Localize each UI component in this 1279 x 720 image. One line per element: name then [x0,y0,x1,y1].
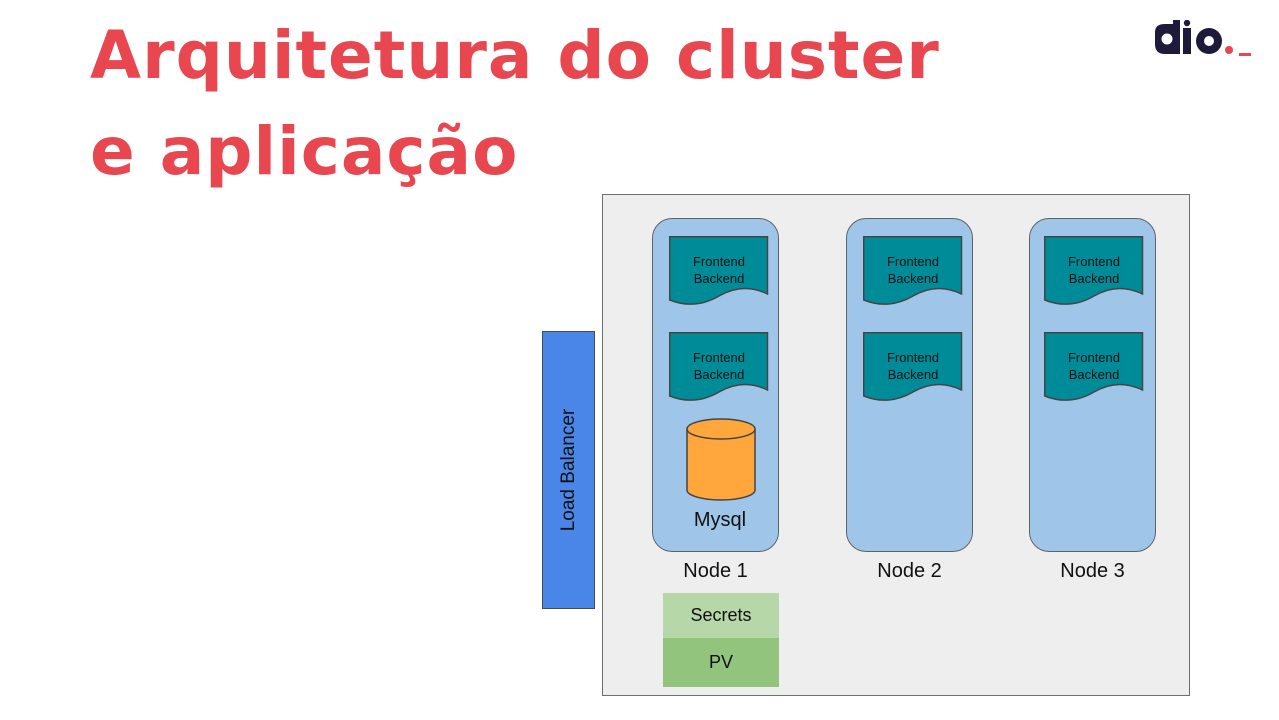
pod-line-1: Frontend [692,350,746,365]
pod-line-1: Frontend [692,254,746,269]
pod-line-1: Frontend [886,254,940,269]
slide-title: Arquitetura do cluster e aplicação [90,17,940,190]
mysql-database-icon [686,418,756,501]
mysql-label: Mysql [693,509,747,531]
secrets-box: Secrets [663,593,779,638]
pod-line-2: Backend [693,367,745,382]
pod-line-1: Frontend [1067,254,1121,269]
node-1-label: Node 1 [683,560,748,582]
pod-line-2: Backend [887,271,939,286]
pod-line-1: Frontend [886,350,940,365]
pod-line-2: Backend [1068,367,1120,382]
pod-line-1: Frontend [1067,350,1121,365]
load-balancer-label: Load Balancer [557,408,579,532]
pod-line-2: Backend [887,367,939,382]
load-balancer: Load Balancer [542,331,595,609]
node-3-label: Node 3 [1060,560,1125,582]
pod-line-2: Backend [693,271,745,286]
pod-line-2: Backend [1068,271,1120,286]
persistent-volume-box: PV [663,638,779,687]
node-2-label: Node 2 [877,560,942,582]
dio-logo: dio [1155,20,1251,56]
